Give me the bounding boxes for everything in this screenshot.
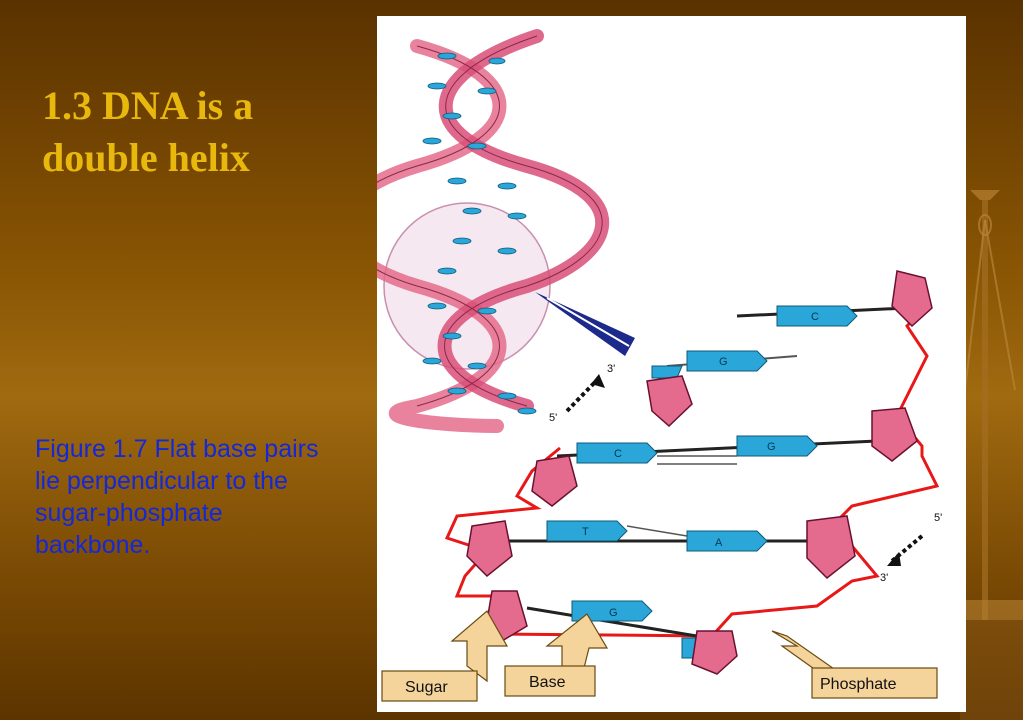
base-t-4: T [582, 526, 589, 538]
base-g-2: G [719, 356, 728, 368]
three-prime-right-label: 3' [880, 572, 888, 584]
figure-caption: Figure 1.7 Flat base pairs lie perpendic… [35, 435, 319, 559]
base-row-4 [497, 520, 827, 552]
base-pointer: Base [504, 613, 609, 697]
slide-title: 1.3 DNA is a double helix [42, 83, 254, 180]
sugars [466, 270, 933, 675]
sugar-pointer: Sugar [381, 610, 509, 702]
base-c-3: C [614, 448, 622, 460]
base-g-3: G [767, 441, 776, 453]
zoom-pointer [535, 292, 635, 356]
balance-scale-decoration [960, 190, 1023, 720]
base-row-1 [736, 305, 908, 327]
base-g-5: G [609, 607, 618, 619]
phosphate-pointer: Phosphate [771, 630, 938, 699]
base-row-3 [556, 435, 878, 465]
base-row-2 [651, 350, 798, 379]
five-prime-right-label: 5' [934, 512, 942, 524]
svg-text:Sugar: Sugar [405, 679, 448, 696]
svg-text:Base: Base [529, 674, 566, 691]
three-prime-top-label: 3' [607, 363, 615, 375]
base-a-4: A [715, 537, 723, 549]
magnifier-circle [383, 202, 551, 370]
base-c-top: C [811, 311, 819, 323]
dna-figure-panel: C G C G T A G 5' 3' 5' 3' Sugar Base Pho… [377, 16, 966, 712]
double-helix [377, 29, 610, 433]
five-prime-top-label: 5' [549, 412, 557, 424]
dna-diagram: C G C G T A G 5' 3' 5' 3' Sugar Base Pho… [377, 29, 942, 702]
svg-text:Phosphate: Phosphate [820, 676, 897, 693]
